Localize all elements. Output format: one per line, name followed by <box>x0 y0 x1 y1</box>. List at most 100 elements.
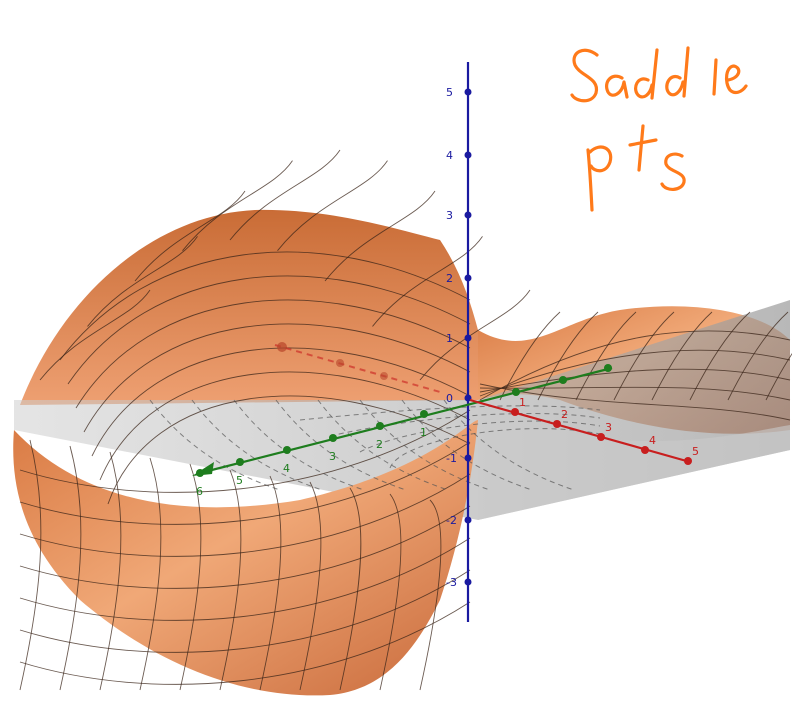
mesh-line <box>67 275 471 385</box>
mesh-line <box>83 323 471 433</box>
mesh-line <box>19 601 471 685</box>
x-tick-label: 2 <box>561 408 568 421</box>
y-tick-label: 2 <box>376 438 383 451</box>
mesh-line <box>19 537 471 621</box>
x-tick-label: 1 <box>519 396 526 409</box>
mesh-line <box>765 353 792 401</box>
z-tick-mark <box>464 454 472 462</box>
mesh-line <box>134 190 246 282</box>
x-tick-label: 4 <box>649 434 656 447</box>
x-tick-mark <box>684 457 692 465</box>
mesh-line <box>259 475 282 691</box>
z-tick-label: 3 <box>446 209 453 222</box>
mesh-line <box>372 236 483 327</box>
mesh-line <box>139 457 162 691</box>
mesh-line <box>277 160 388 251</box>
mesh-line <box>339 487 362 691</box>
hidden-mesh-line <box>191 399 323 491</box>
hidden-mesh-line <box>359 399 491 491</box>
z-tick-label: 1 <box>446 332 453 345</box>
z-tick-label: -3 <box>446 576 457 589</box>
z-tick-label: -2 <box>446 514 457 527</box>
surface-upper-left-lobe <box>20 209 478 405</box>
y-tick-label: 6 <box>196 485 203 498</box>
mesh-line <box>229 149 341 241</box>
mesh-line <box>379 493 402 691</box>
x-tick-mark <box>511 408 519 416</box>
handwritten-annotation <box>570 46 748 212</box>
mesh-line <box>219 469 242 691</box>
z-tick-label: 2 <box>446 272 453 285</box>
mesh-line <box>537 311 599 401</box>
x-axis-hidden-point <box>277 342 287 352</box>
mesh-line <box>179 463 202 691</box>
x-tick-label: 5 <box>692 445 699 458</box>
z-tick-label: 5 <box>446 86 453 99</box>
mesh-line <box>419 289 531 381</box>
y-tick-label: 5 <box>236 474 243 487</box>
y-tick-mark <box>283 446 291 454</box>
y-tick-mark <box>559 376 567 384</box>
mesh-line <box>19 569 471 653</box>
hidden-mesh-line <box>299 405 601 421</box>
hidden-mesh-line <box>401 399 533 491</box>
mesh-line <box>479 330 791 401</box>
mesh-line <box>182 160 293 251</box>
hidden-mesh-line <box>317 399 449 491</box>
mesh-line <box>99 451 122 691</box>
mesh-line <box>87 236 198 327</box>
z-tick-mark <box>464 394 472 402</box>
hidden-mesh-line <box>149 399 281 491</box>
y-tick-mark <box>236 458 244 466</box>
hidden-mesh-lines <box>149 399 601 491</box>
mesh-line <box>419 499 442 691</box>
y-tick-mark <box>512 388 520 396</box>
mesh-line <box>91 347 471 457</box>
z-tick-label: -1 <box>446 452 457 465</box>
z-tick-label: 4 <box>446 149 453 162</box>
z-tick-mark <box>464 274 472 282</box>
z-tick-label: 0 <box>446 392 453 405</box>
y-tick-mark <box>329 434 337 442</box>
y-tick-label: 1 <box>420 426 427 439</box>
x-tick-mark <box>641 446 649 454</box>
mesh-line <box>479 383 791 421</box>
mesh-line <box>479 386 791 401</box>
mesh-line <box>479 349 791 397</box>
hidden-mesh-line <box>389 428 601 469</box>
hidden-mesh-line <box>275 399 407 491</box>
z-tick-mark <box>464 211 472 219</box>
y-tick-label: 4 <box>283 462 290 475</box>
z-tick-mark <box>464 578 472 586</box>
mesh-line <box>727 311 789 401</box>
y-tick-mark <box>604 364 612 372</box>
x-axis-hidden-point <box>380 372 388 380</box>
mesh-line <box>299 481 322 691</box>
mesh-line <box>689 311 751 401</box>
hidden-mesh-line <box>359 420 601 453</box>
y-axis <box>199 366 613 475</box>
surface-lower-right <box>478 400 790 520</box>
x-axis <box>469 398 691 464</box>
mesh-line <box>75 299 471 409</box>
x-tick-mark <box>553 420 561 428</box>
mesh-line <box>59 251 471 361</box>
hidden-mesh-line <box>443 399 575 491</box>
y-tick-mark <box>420 410 428 418</box>
hidden-mesh-line <box>329 413 601 437</box>
y-tick-mark <box>376 422 384 430</box>
z-tick-mark <box>464 151 472 159</box>
mesh-line <box>39 289 151 381</box>
x-axis-hidden-point <box>336 359 344 367</box>
mesh-line <box>59 445 82 691</box>
mesh-line <box>107 395 471 505</box>
z-tick-mark <box>464 88 472 96</box>
z-tick-mark <box>464 334 472 342</box>
mesh-line <box>19 441 471 525</box>
y-tick-mark <box>196 469 204 477</box>
mesh-line <box>19 473 471 557</box>
